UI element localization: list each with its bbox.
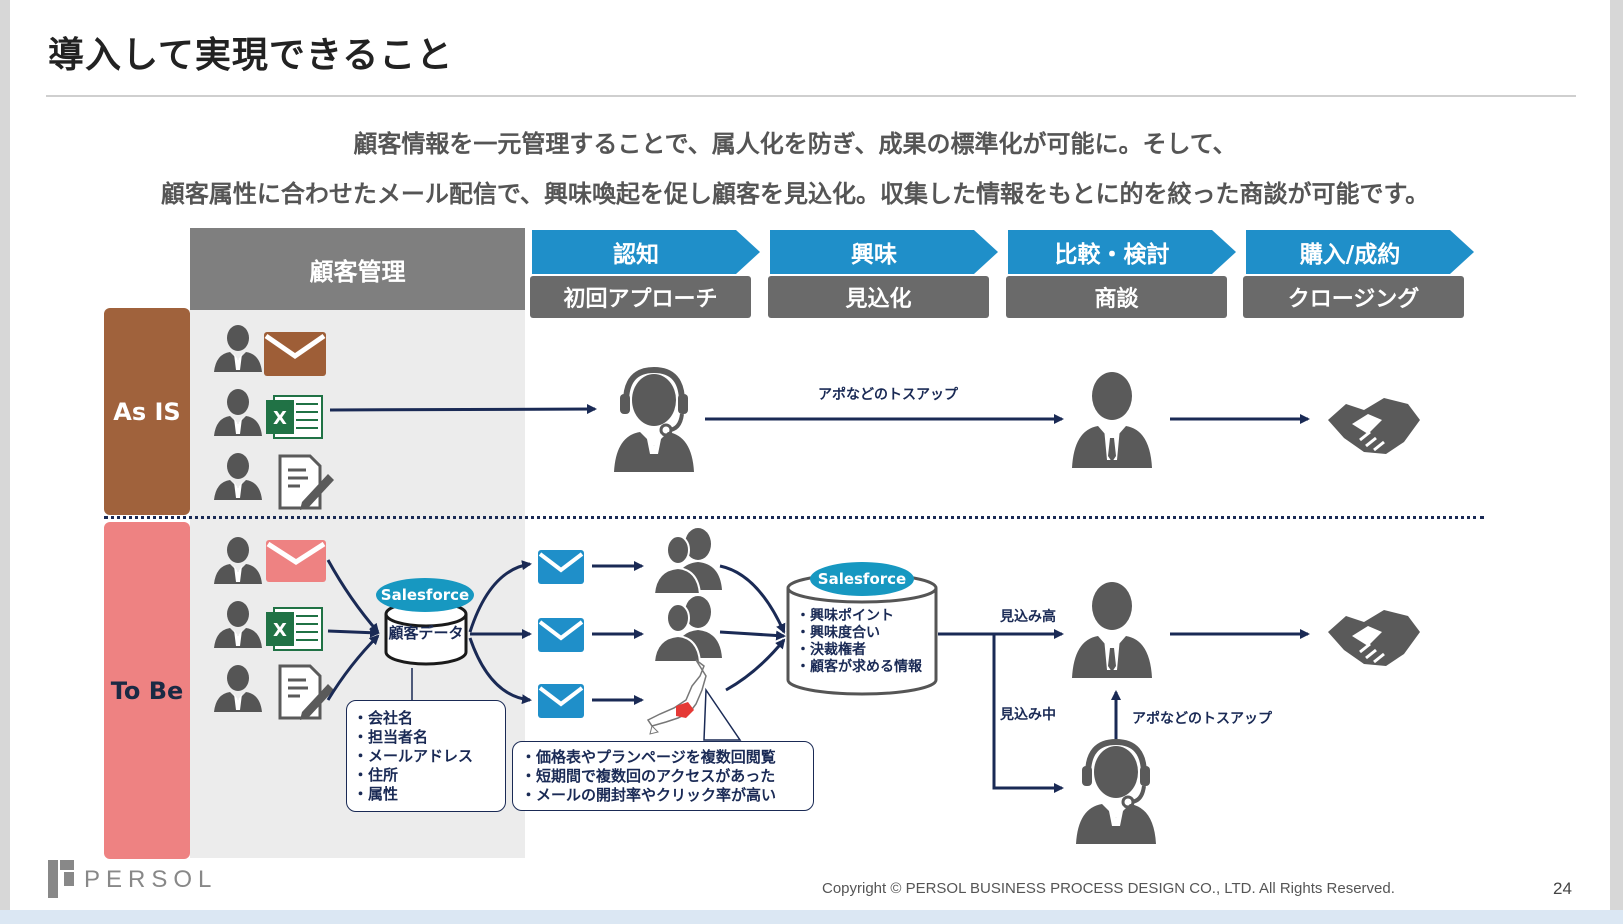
stage-purchase: 購入/成約 (1246, 230, 1474, 274)
behavior-signal-item: メールの開封率やクリック率が高い (521, 786, 805, 805)
person-icon (214, 537, 262, 584)
behavior-signal-item: 価格表やプランページを複数回閲覧 (521, 748, 805, 767)
frame-right (1610, 0, 1623, 924)
customer-fields-callout: 会社名 担当者名 メールアドレス 住所 属性 (346, 700, 506, 812)
mail-icon (266, 540, 326, 582)
persol-logo-mark (48, 860, 74, 898)
document-pen-icon (278, 664, 336, 722)
salesforce-badge: Salesforce (376, 578, 474, 612)
row-divider (104, 516, 1484, 519)
mail-icon (264, 332, 326, 376)
excel-icon (265, 395, 323, 439)
headset-operator-icon (1076, 742, 1156, 844)
behavior-signals-callout: 価格表やプランページを複数回閲覧 短期間で複数回のアクセスがあった メールの開封… (512, 741, 814, 811)
page-number: 24 (1553, 879, 1572, 898)
slide-title: 導入して実現できること (48, 35, 454, 76)
interest-data-item: ・顧客が求める情報 (796, 659, 922, 675)
prospect-high-label: 見込み高 (1000, 609, 1056, 625)
frame-left (0, 0, 10, 924)
customer-field-item: 担当者名 (353, 728, 499, 747)
title-rule (46, 95, 1576, 97)
stage-interest: 興味 (770, 230, 998, 274)
copyright-text: Copyright © PERSOL BUSINESS PROCESS DESI… (822, 880, 1395, 897)
person-icon (214, 325, 262, 372)
substage-first-approach: 初回アプローチ (530, 276, 751, 318)
customer-field-item: メールアドレス (353, 747, 499, 766)
customer-field-item: 属性 (353, 785, 499, 804)
interest-data-item: ・興味度合い (796, 625, 880, 641)
behavior-signal-item: 短期間で複数回のアクセスがあった (521, 767, 805, 786)
subtitle-line-2: 顧客属性に合わせたメール配信で、興味喚起を促し顧客を見込化。収集した情報をもとに… (160, 180, 1430, 208)
to-be-tossup-label: アポなどのトスアップ (1132, 711, 1272, 727)
customer-mgmt-header: 顧客管理 (190, 228, 525, 310)
mail-icon (536, 682, 586, 720)
mail-icon (536, 616, 586, 654)
frame-bottom (0, 910, 1623, 924)
subtitle-line-1: 顧客情報を一元管理することで、属人化を防ぎ、成果の標準化が可能に。そして、 (353, 130, 1237, 158)
interest-data-item: ・興味ポイント (796, 608, 894, 624)
customer-field-item: 会社名 (353, 709, 499, 728)
person-icon (214, 453, 262, 500)
businessman-icon (1072, 372, 1152, 468)
stage-comparison: 比較・検討 (1008, 230, 1236, 274)
person-icon (214, 665, 262, 712)
handshake-icon (1326, 396, 1422, 456)
document-pen-icon (278, 454, 336, 512)
salesforce-badge: Salesforce (810, 562, 914, 596)
substage-prospecting: 見込化 (768, 276, 989, 318)
database-icon (384, 600, 468, 666)
as-is-tossup-label: アポなどのトスアップ (818, 387, 958, 403)
person-icon (214, 601, 262, 648)
persol-logo-text: PERSOL (84, 866, 218, 893)
prospect-mid-label: 見込み中 (1000, 707, 1056, 723)
japan-map-icon (646, 659, 707, 735)
group-icon (653, 527, 723, 595)
customer-data-label: 顧客データ (388, 624, 464, 642)
row-to-be: To Be (104, 522, 190, 859)
substage-closing: クロージング (1243, 276, 1464, 318)
handshake-icon (1326, 608, 1422, 668)
row-as-is: As IS (104, 308, 190, 515)
group-icon (653, 595, 723, 663)
substage-negotiation: 商談 (1006, 276, 1227, 318)
headset-operator-icon (614, 370, 694, 472)
customer-field-item: 住所 (353, 766, 499, 785)
excel-icon (265, 607, 323, 651)
businessman-icon (1072, 582, 1152, 678)
interest-data-item: ・決裁権者 (796, 642, 866, 658)
interest-data-list: ・興味ポイント ・興味度合い ・決裁権者 ・顧客が求める情報 (796, 608, 936, 676)
mail-icon (536, 548, 586, 586)
stage-awareness: 認知 (532, 230, 760, 274)
person-icon (214, 389, 262, 436)
